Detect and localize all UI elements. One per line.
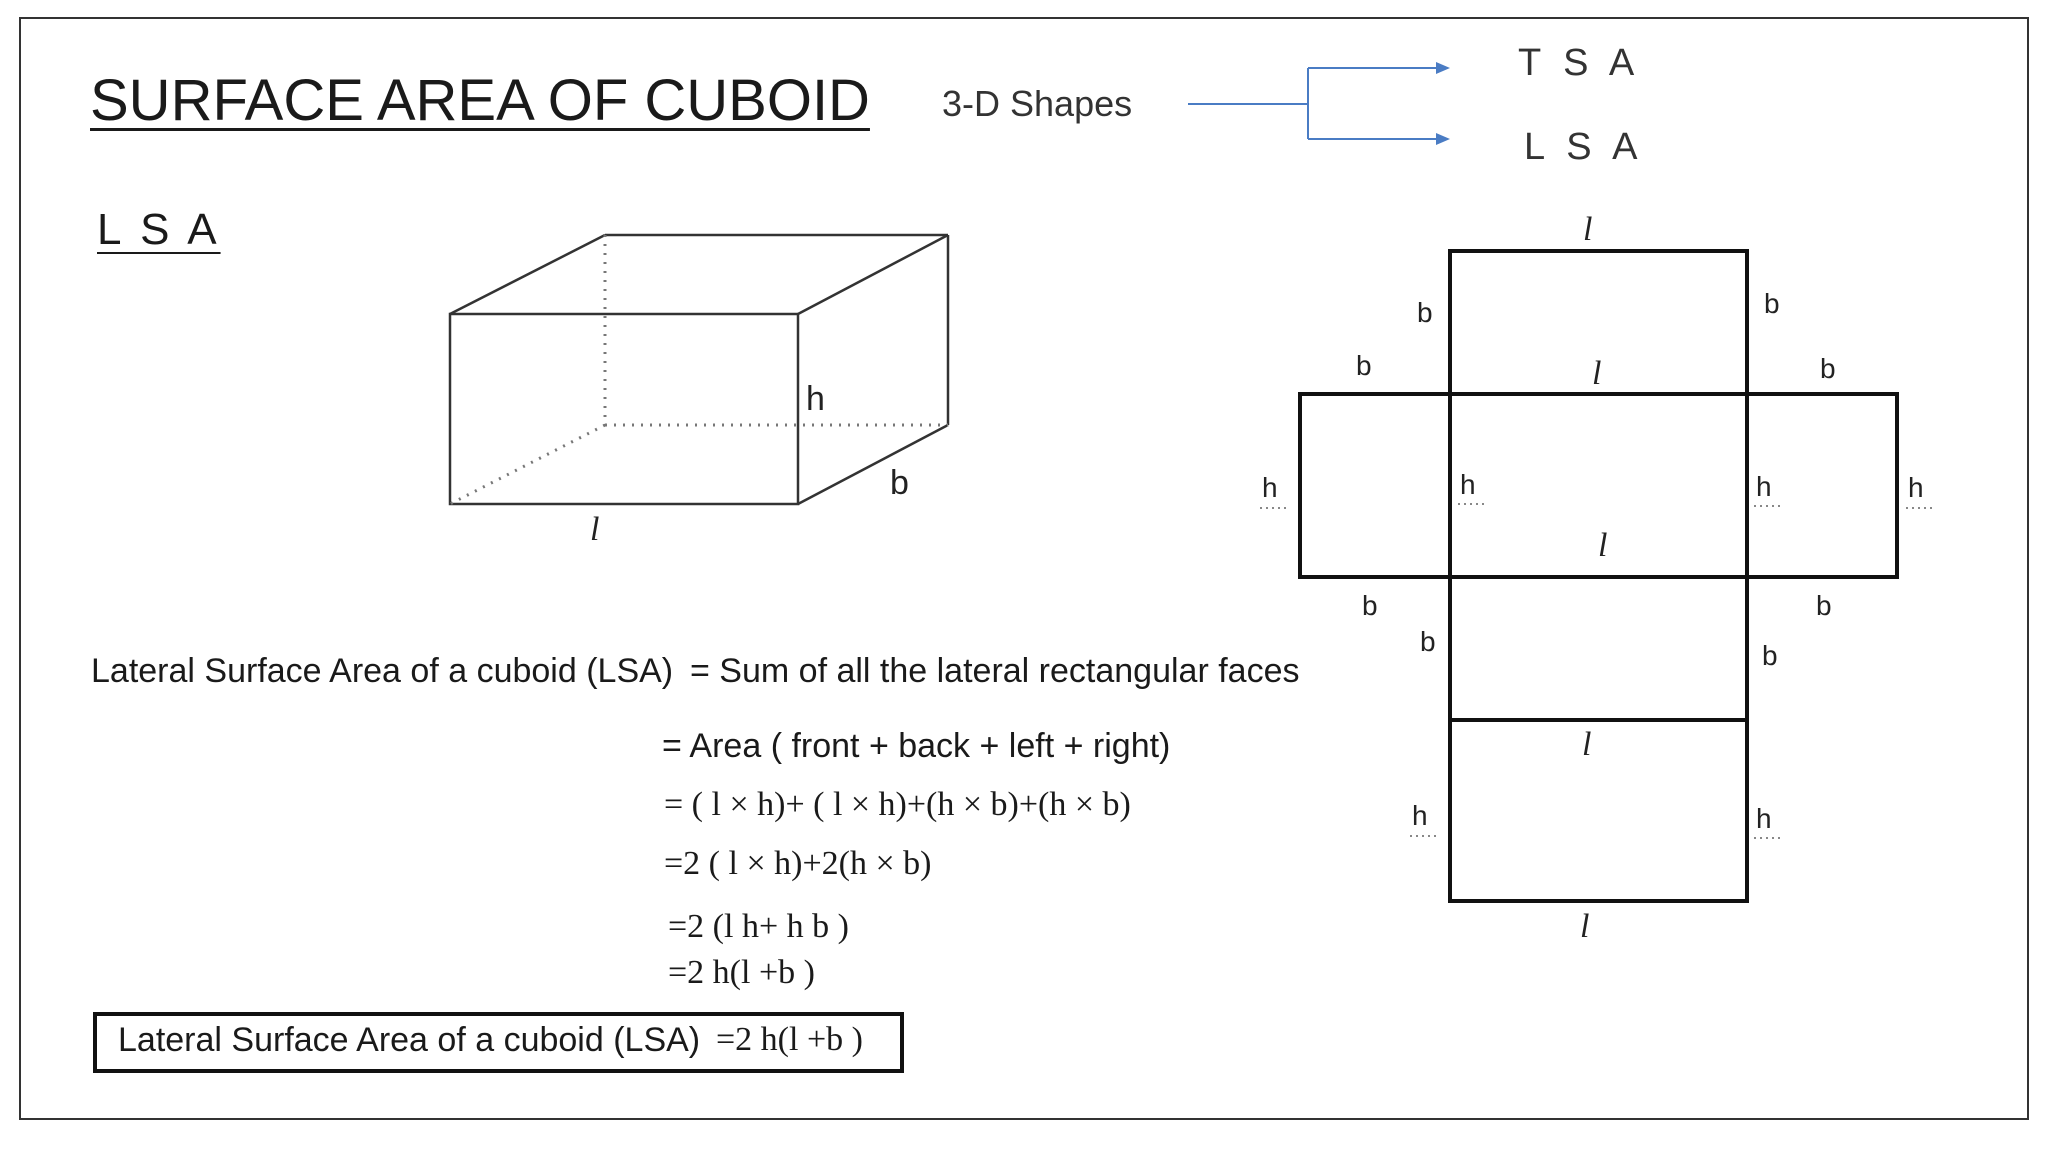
step-5: =2 h(l +b )	[668, 954, 815, 991]
tree-connector	[1188, 67, 1440, 140]
cuboid-net	[1298, 249, 1899, 903]
net-label-h: h	[1460, 469, 1476, 500]
net-label-b: b	[1820, 353, 1836, 384]
net-label-b: b	[1420, 626, 1436, 657]
step-3: =2 ( l × h)+2(h × b)	[664, 845, 932, 882]
net-label-b: b	[1362, 590, 1378, 621]
cuboid-label-b: b	[890, 464, 909, 502]
net-label-l: l	[1582, 726, 1591, 763]
net-labels: l b b b l b h h h h l b b b b l h h l	[1262, 211, 1924, 945]
net-tick-marks	[1260, 503, 1932, 839]
definition-rhs: = Sum of all the lateral rectangular fac…	[690, 652, 1300, 690]
arrowhead-bottom	[1436, 133, 1450, 145]
tree-branch-tsa: T S A	[1518, 42, 1641, 84]
result-rhs: =2 h(l +b )	[716, 1021, 863, 1058]
definition-lhs: Lateral Surface Area of a cuboid (LSA)	[91, 652, 674, 690]
result-box	[93, 1012, 904, 1073]
net-label-h: h	[1756, 471, 1772, 502]
step-2: = ( l × h)+ ( l × h)+(h × b)+(h × b)	[664, 786, 1131, 823]
net-label-b: b	[1356, 350, 1372, 381]
step-1: = Area ( front + back + left + right)	[662, 727, 1171, 765]
tree-branch-lsa: L S A	[1524, 126, 1644, 168]
net-label-h: h	[1412, 800, 1428, 831]
net-label-h: h	[1756, 803, 1772, 834]
cuboid-label-h: h	[806, 380, 825, 418]
net-label-l: l	[1592, 355, 1601, 392]
net-label-b: b	[1762, 640, 1778, 671]
net-label-h: h	[1262, 472, 1278, 503]
net-label-b: b	[1417, 297, 1433, 328]
net-label-h: h	[1908, 472, 1924, 503]
slide-frame	[19, 17, 2029, 1120]
net-label-l: l	[1598, 527, 1607, 564]
arrowhead-top	[1436, 62, 1450, 74]
net-label-l-bottom: l	[1580, 908, 1589, 945]
net-label-b: b	[1764, 288, 1780, 319]
tree-root-label: 3-D Shapes	[942, 83, 1133, 124]
cuboid-label-l: l	[590, 511, 599, 548]
page-title: SURFACE AREA OF CUBOID	[90, 68, 870, 133]
step-4: =2 (l h+ h b )	[668, 908, 849, 945]
section-heading: L S A	[97, 205, 221, 254]
net-label-b: b	[1816, 590, 1832, 621]
result-lhs: Lateral Surface Area of a cuboid (LSA)	[118, 1021, 701, 1059]
net-label-l-top: l	[1583, 211, 1592, 248]
cuboid-hidden-edges	[449, 235, 948, 506]
cuboid-drawing	[448, 233, 950, 506]
